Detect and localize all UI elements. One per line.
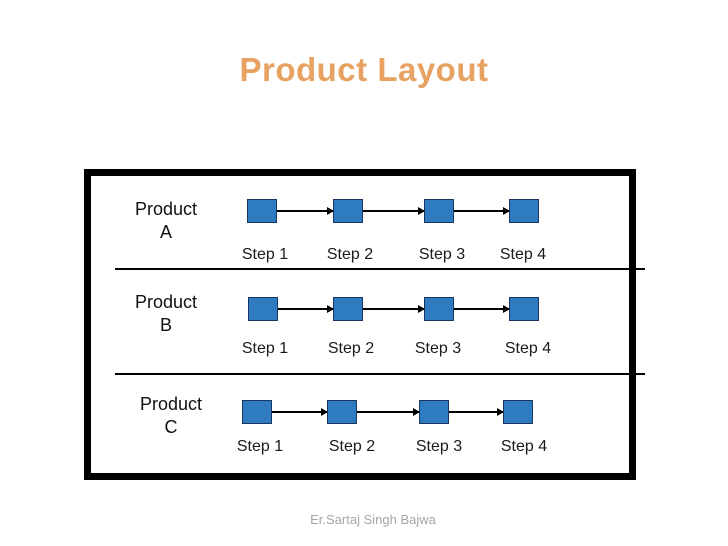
process-box (327, 400, 357, 424)
product-a-name: Product (134, 199, 198, 219)
product-b-name: Product (134, 292, 198, 312)
step-label: Step 3 (414, 340, 462, 357)
process-box (424, 199, 454, 223)
process-box (424, 297, 454, 321)
flow-arrow (277, 210, 333, 212)
flow-arrow (449, 411, 503, 413)
process-box (248, 297, 278, 321)
product-c-name: Product (139, 394, 203, 414)
step-label: Step 3 (415, 438, 463, 455)
flow-arrow (363, 308, 424, 310)
product-c-letter: C (164, 417, 178, 437)
flow-arrow (272, 411, 327, 413)
step-label: Step 4 (504, 340, 552, 357)
process-box (242, 400, 272, 424)
row-divider (115, 373, 645, 375)
step-label: Step 2 (327, 340, 375, 357)
step-label: Step 1 (241, 246, 289, 263)
step-label: Step 4 (500, 438, 548, 455)
step-label: Step 1 (241, 340, 289, 357)
flow-arrow (454, 308, 509, 310)
process-box (333, 297, 363, 321)
step-label: Step 4 (499, 246, 547, 263)
process-box (333, 199, 363, 223)
flow-arrow (357, 411, 419, 413)
process-box (509, 199, 539, 223)
step-label: Step 1 (236, 438, 284, 455)
flow-arrow (278, 308, 333, 310)
flow-arrow (363, 210, 424, 212)
slide-title: Product Layout (239, 51, 489, 88)
step-label: Step 3 (418, 246, 466, 263)
step-label: Step 2 (326, 246, 374, 263)
product-c-label: Product C (131, 393, 211, 439)
flow-arrow (454, 210, 509, 212)
process-box (509, 297, 539, 321)
footer-author: Er.Sartaj Singh Bajwa (310, 512, 436, 527)
step-label: Step 2 (328, 438, 376, 455)
product-b-letter: B (159, 315, 172, 335)
process-box (247, 199, 277, 223)
product-b-label: Product B (126, 291, 206, 337)
product-a-letter: A (159, 222, 172, 242)
process-box (503, 400, 533, 424)
product-a-label: Product A (126, 198, 206, 244)
row-divider (115, 268, 645, 270)
process-box (419, 400, 449, 424)
